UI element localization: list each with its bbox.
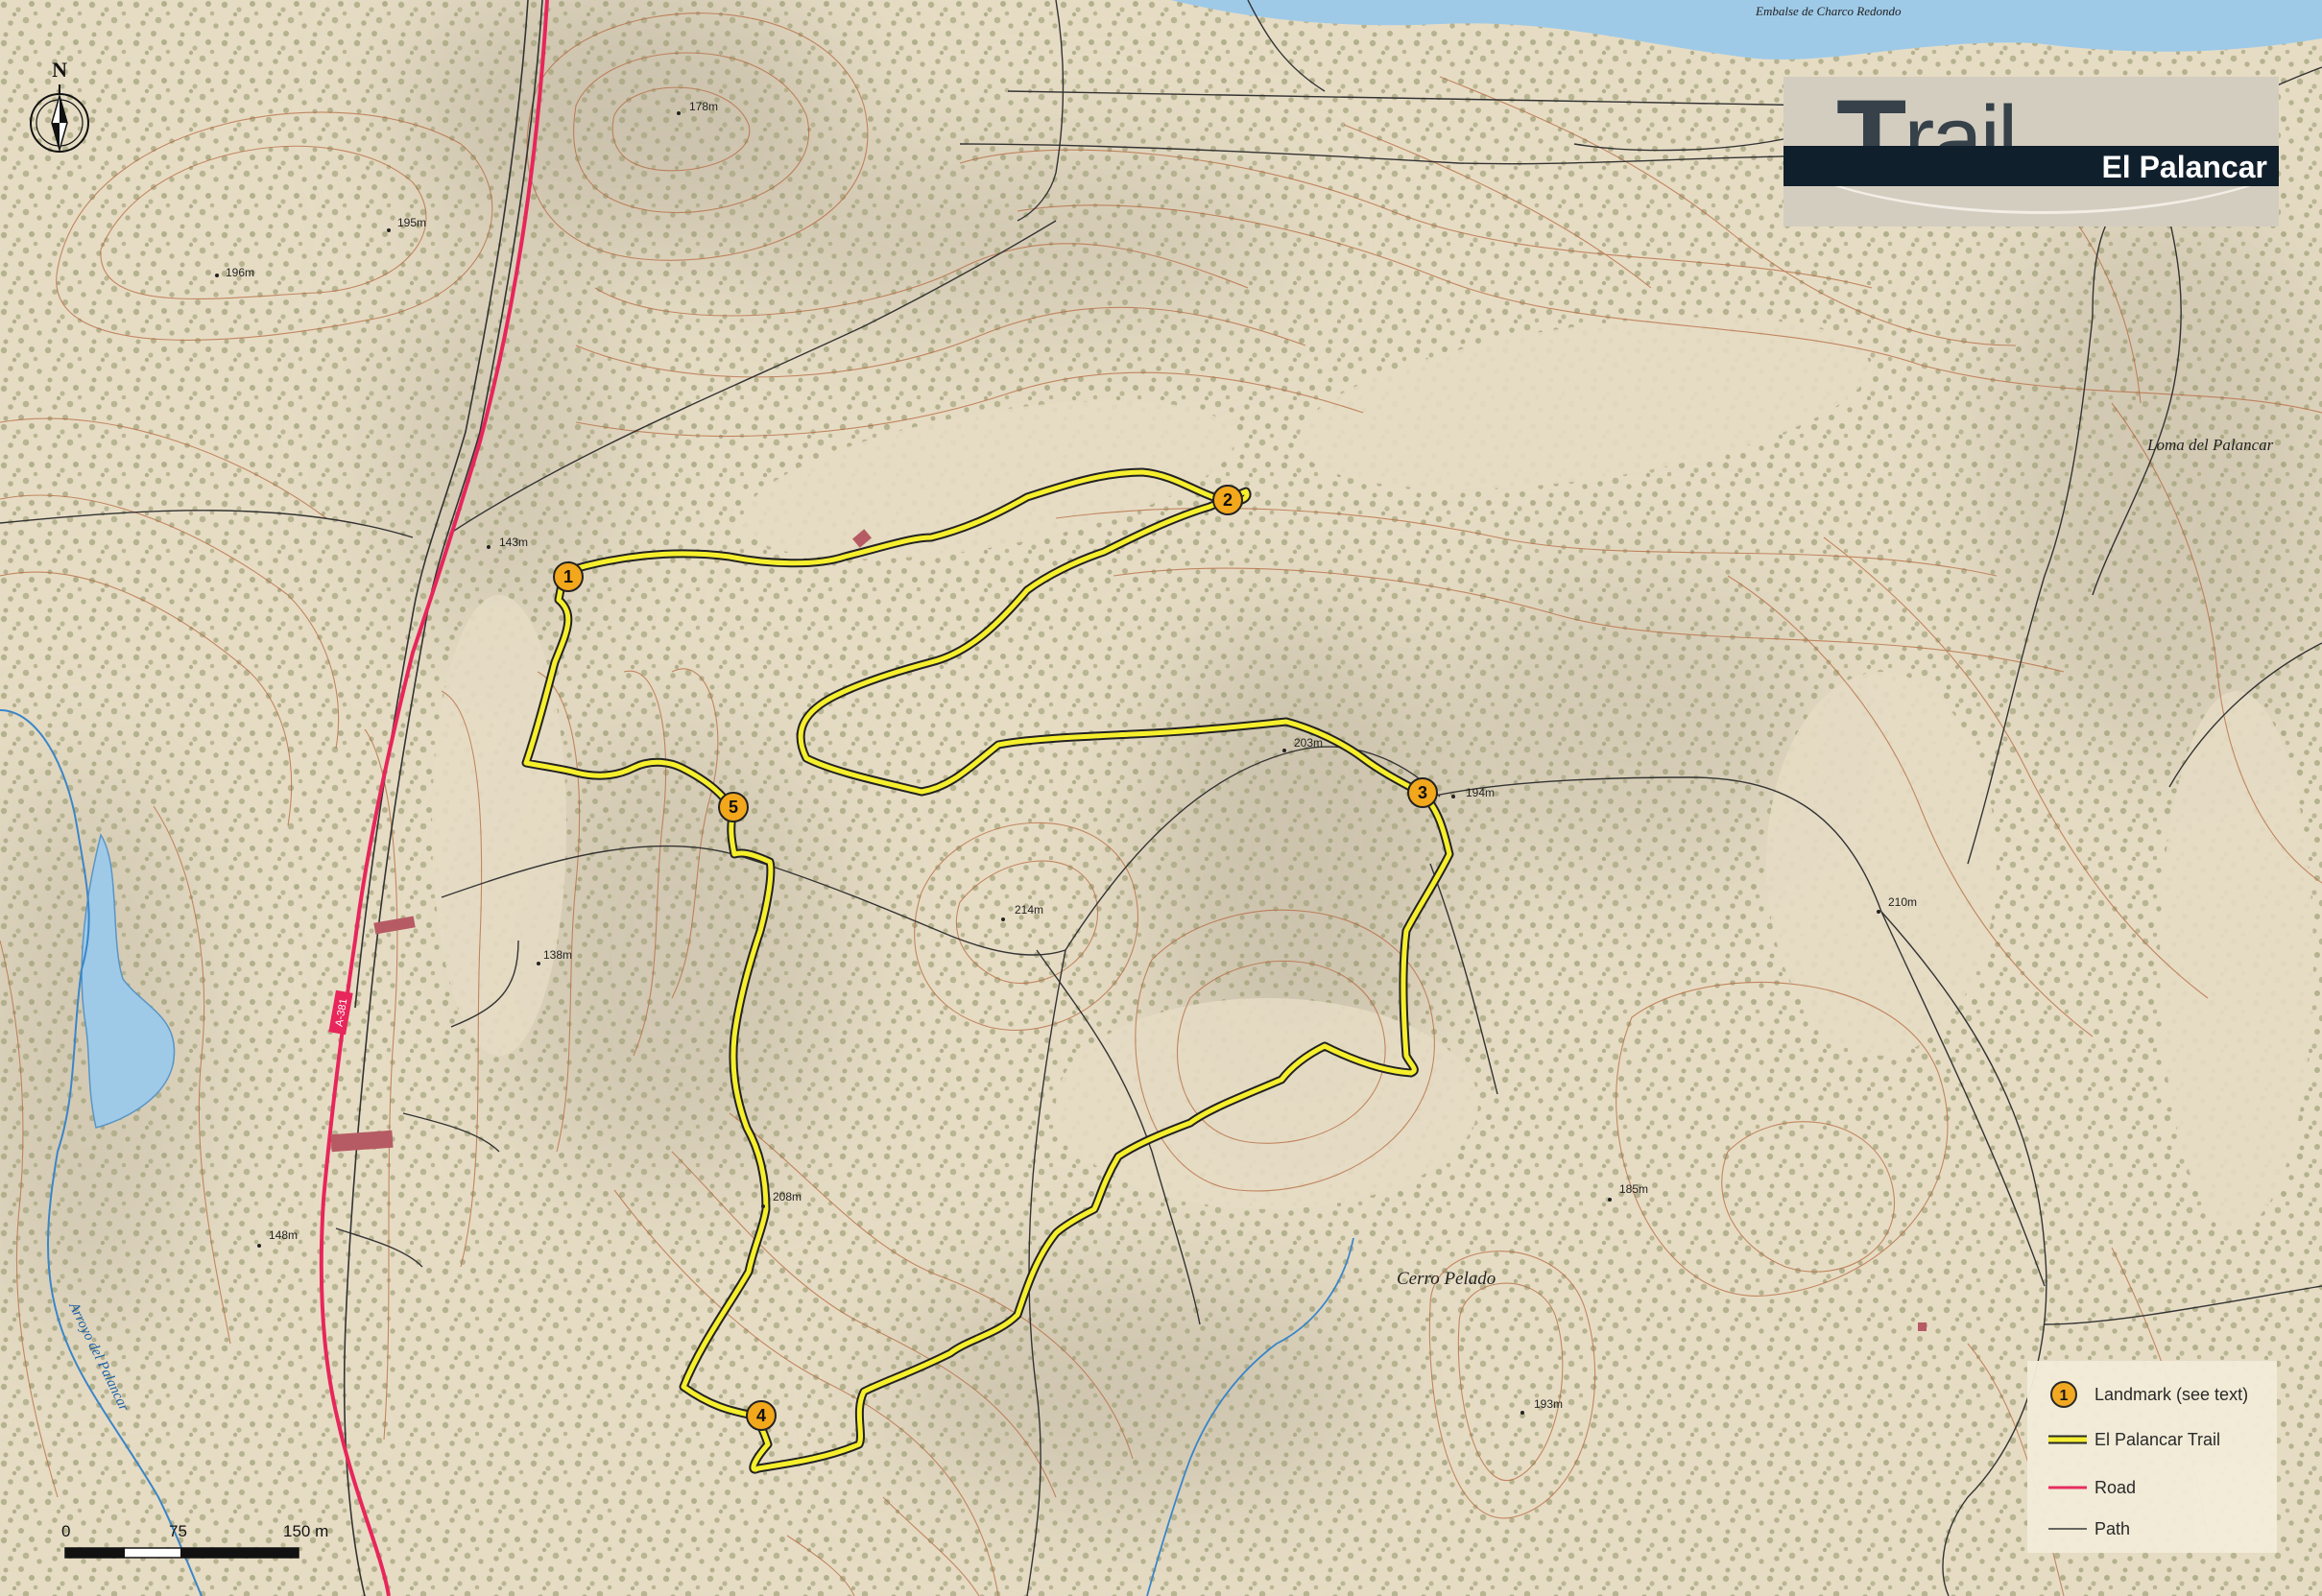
elevation-point: 178m (677, 100, 718, 115)
landmark-5[interactable]: 5 (718, 792, 749, 822)
path-line-icon (2048, 1528, 2087, 1530)
svg-text:148m: 148m (269, 1228, 298, 1242)
trail-name: El Palancar (2101, 150, 2267, 184)
svg-text:194m: 194m (1466, 786, 1495, 799)
svg-text:196m: 196m (226, 266, 254, 279)
elevation-point: 203m (1282, 736, 1323, 752)
legend-item-trail: El Palancar Trail (2048, 1425, 2269, 1454)
spot-elevations: 178m 195m 196m 143m 138m 148m 214m 203m … (215, 100, 1917, 1415)
buildings (330, 529, 1927, 1331)
svg-text:5: 5 (729, 798, 738, 817)
svg-text:N: N (52, 58, 67, 82)
landmark-4[interactable]: 4 (746, 1400, 777, 1431)
contour-lines (0, 12, 2322, 1596)
road-line-icon (2048, 1486, 2087, 1489)
map-title-block: Trail El Palancar (1783, 77, 2279, 226)
legend-item-road: Road (2048, 1473, 2269, 1502)
scale-bar: 0 75 150 m (61, 1522, 328, 1559)
road-shield: A-381 (328, 989, 353, 1036)
svg-text:193m: 193m (1534, 1397, 1563, 1411)
scale-label-0: 0 (61, 1522, 70, 1540)
elevation-point: 195m (387, 216, 426, 232)
pond-water (81, 833, 176, 1129)
svg-text:2: 2 (1223, 490, 1233, 510)
clearings (432, 317, 2313, 1228)
svg-text:143m: 143m (499, 536, 528, 549)
title-bar: El Palancar (1783, 146, 2279, 186)
svg-text:A-381: A-381 (334, 998, 350, 1028)
map-legend: 1 Landmark (see text) El Palancar Trail … (2027, 1361, 2277, 1553)
railway (343, 0, 543, 1596)
svg-text:3: 3 (1418, 783, 1427, 802)
elevation-point: 148m (257, 1228, 298, 1248)
stream-east (1146, 1237, 1354, 1596)
svg-text:210m: 210m (1888, 895, 1917, 909)
elevation-point: 193m (1520, 1397, 1563, 1415)
north-arrow-icon: N (30, 58, 89, 153)
stream-arroyo (0, 709, 203, 1596)
landmark-markers: 1 2 3 4 5 (553, 485, 1438, 1431)
landmark-marker-icon: 1 (2050, 1381, 2077, 1408)
landmark-1[interactable]: 1 (553, 561, 584, 592)
legend-item-path: Path (2048, 1514, 2269, 1543)
road-a381 (319, 0, 549, 1596)
svg-text:195m: 195m (397, 216, 426, 229)
svg-text:4: 4 (756, 1406, 766, 1425)
elevation-point: 208m (761, 1190, 802, 1208)
svg-text:1: 1 (563, 567, 573, 586)
loma-label: Loma del Palancar (2146, 436, 2274, 454)
reservoir-water (1171, 0, 2322, 60)
scale-label-75: 75 (169, 1522, 187, 1540)
landmark-2[interactable]: 2 (1212, 485, 1243, 515)
svg-text:185m: 185m (1619, 1182, 1648, 1196)
svg-text:208m: 208m (773, 1190, 802, 1203)
title-swoosh (1783, 77, 2279, 214)
trail-line-icon (2048, 1435, 2087, 1444)
elevation-point: 194m (1451, 786, 1495, 799)
elevation-point: 210m (1877, 895, 1917, 914)
reservoir-label: Embalse de Charco Redondo (1755, 4, 1902, 18)
svg-text:178m: 178m (689, 100, 718, 113)
scale-label-150: 150 m (283, 1522, 328, 1540)
elevation-point: 214m (1001, 903, 1043, 921)
svg-text:1: 1 (2060, 1388, 2069, 1404)
cerro-label: Cerro Pelado (1397, 1269, 1496, 1289)
svg-text:138m: 138m (543, 948, 572, 962)
svg-text:214m: 214m (1015, 903, 1043, 917)
landmark-3[interactable]: 3 (1407, 777, 1438, 808)
legend-item-landmark: 1 Landmark (see text) (2048, 1380, 2269, 1409)
elevation-point: 143m (487, 536, 528, 549)
elevation-point: 185m (1608, 1182, 1648, 1202)
elevation-point: 138m (537, 948, 572, 965)
svg-text:203m: 203m (1294, 736, 1323, 750)
elevation-point: 196m (215, 266, 254, 279)
